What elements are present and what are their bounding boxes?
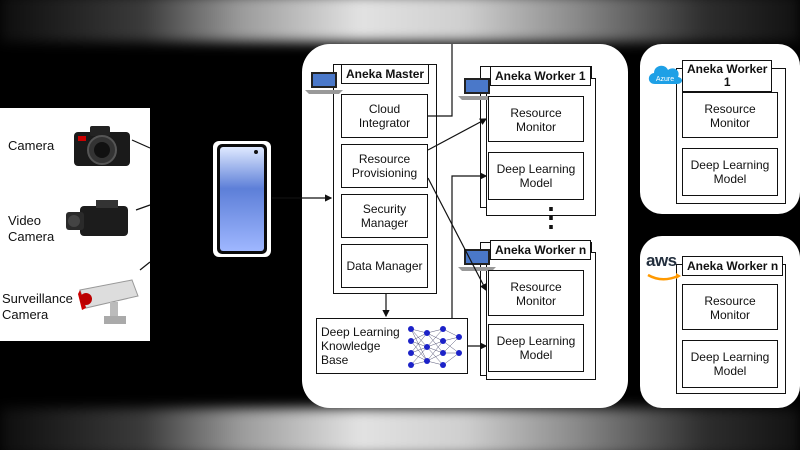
azure-deep-learning-box: Deep Learning Model [682, 148, 778, 196]
resource-provisioning-box: Resource Provisioning [341, 144, 428, 188]
cloud-integrator-box: Cloud Integrator [341, 94, 428, 138]
cloud-integrator-label: Cloud Integrator [358, 102, 411, 130]
azure-deep-learning-label: Deep Learning Model [690, 158, 770, 186]
aws-deep-learning-label: Deep Learning Model [690, 350, 770, 378]
worker-n-deep-learning-label: Deep Learning Model [496, 334, 576, 362]
neural-network-icon [408, 326, 462, 368]
worker-1-resource-monitor-label: Resource Monitor [510, 106, 562, 134]
aws-worker-title: Aneka Worker n [682, 256, 784, 276]
security-manager-box: Security Manager [341, 194, 428, 238]
devices-panel: Camera Video Camera Surveillance Camera [0, 108, 150, 341]
video-camera-label: Video Camera [8, 213, 55, 244]
master-title: Aneka Master [341, 64, 430, 84]
data-manager-box: Data Manager [341, 244, 428, 288]
security-manager-label: Security Manager [360, 202, 409, 230]
resource-provisioning-label: Resource Provisioning [351, 152, 418, 180]
knowledge-base-box: Deep Learning Knowledge Base [316, 318, 468, 374]
worker-n-resource-monitor-label: Resource Monitor [510, 280, 562, 308]
aws-logo-text: aws [646, 251, 677, 270]
camera-icon [74, 126, 130, 166]
laptop-icon [305, 72, 343, 94]
azure-resource-monitor-box: Resource Monitor [682, 92, 778, 138]
knowledge-base-label: Deep Learning Knowledge Base [321, 325, 400, 367]
laptop-icon [458, 249, 496, 271]
data-manager-label: Data Manager [346, 259, 423, 273]
azure-worker-title: Aneka Worker 1 [682, 60, 773, 92]
worker-n-resource-monitor-box: Resource Monitor [488, 270, 584, 316]
worker-n-deep-learning-box: Deep Learning Model [488, 324, 584, 372]
aws-logo: aws [646, 252, 682, 282]
aws-resource-monitor-box: Resource Monitor [682, 284, 778, 330]
aws-resource-monitor-label: Resource Monitor [704, 294, 756, 322]
worker-1-title: Aneka Worker 1 [490, 66, 591, 86]
camera-label: Camera [8, 138, 55, 153]
smartphone-icon [213, 141, 271, 257]
aws-deep-learning-box: Deep Learning Model [682, 340, 778, 388]
azure-resource-monitor-label: Resource Monitor [704, 102, 756, 130]
surveillance-camera-icon [78, 279, 139, 324]
worker-1-deep-learning-box: Deep Learning Model [488, 152, 584, 200]
video-camera-icon [66, 200, 128, 236]
azure-cloud-icon: Azure [648, 65, 683, 84]
aws-smile-icon [647, 273, 681, 281]
laptop-icon [458, 78, 496, 100]
bottom-blur-band [0, 408, 800, 450]
surveillance-camera-label: Surveillance Camera [2, 291, 73, 322]
worker-ellipsis: ⋮ [538, 202, 564, 232]
worker-1-deep-learning-label: Deep Learning Model [496, 162, 576, 190]
worker-1-resource-monitor-box: Resource Monitor [488, 96, 584, 142]
worker-n-title: Aneka Worker n [490, 240, 592, 260]
azure-logo-text: Azure [656, 76, 674, 83]
top-blur-band [0, 0, 800, 42]
